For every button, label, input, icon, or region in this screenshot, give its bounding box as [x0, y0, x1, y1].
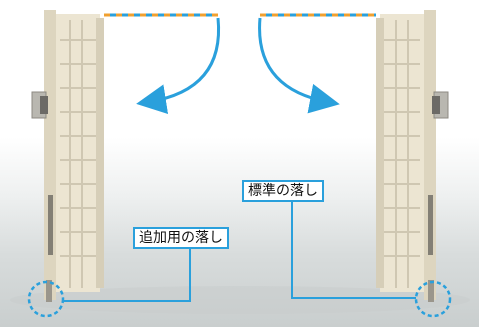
additional-drop-rod-label: 追加用の落し: [133, 227, 229, 249]
left-swing-arrow: [136, 17, 221, 115]
standard-drop-rod-label: 標準の落し: [242, 180, 324, 202]
right-drop-rod-highlight: [414, 280, 452, 318]
right-gate-leaf: [376, 10, 449, 302]
right-swing-arrow: [258, 17, 340, 114]
right-leader-line: [291, 198, 416, 299]
left-gate-leaf: [31, 10, 104, 302]
left-drop-rod: [46, 280, 52, 302]
left-leader-line: [62, 244, 191, 302]
right-drop-rod: [428, 280, 434, 302]
left-drop-rod-highlight: [27, 280, 65, 318]
ground-shadow: [10, 286, 470, 314]
